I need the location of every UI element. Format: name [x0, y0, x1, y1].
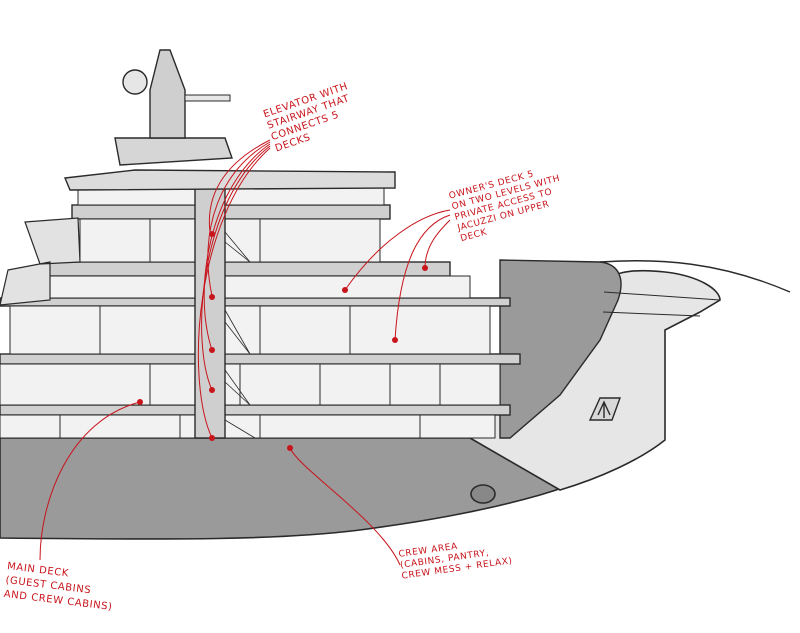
deck-2 [0, 297, 511, 307]
bow-rail [603, 291, 721, 301]
room-level1 [0, 363, 501, 406]
room-level0 [0, 414, 496, 439]
leader-owner [344, 209, 451, 291]
deck-0 [0, 404, 511, 416]
bow-rail [602, 311, 701, 317]
leader-elevator [197, 147, 271, 439]
superstructure-side [499, 259, 622, 439]
mast [149, 49, 186, 139]
room-level2 [9, 305, 491, 355]
aft-bulwarks [0, 217, 81, 306]
deck-3 [39, 261, 451, 277]
leader-elevator [201, 145, 271, 391]
partitions [59, 219, 441, 438]
bow-rail [599, 260, 791, 293]
wheelhouse-roof [114, 137, 233, 166]
leader-owner [424, 219, 451, 269]
leader-owner [394, 214, 451, 341]
leader-elevator [207, 141, 271, 297]
leader-elevator [203, 143, 271, 351]
leader-crew [289, 447, 401, 566]
radome [122, 69, 148, 95]
antenna-rail [184, 94, 231, 102]
deck-4 [71, 204, 391, 220]
room-level4 [79, 218, 381, 263]
room-level3 [49, 275, 471, 299]
leader-main [39, 401, 141, 561]
porthole [470, 484, 496, 504]
annotation-dots [137, 231, 428, 451]
stair-flights [224, 231, 256, 439]
leader-elevator [208, 139, 271, 233]
upper-deck [63, 169, 396, 191]
deck-1 [0, 353, 521, 365]
annotation-leaders [39, 139, 451, 566]
anchor-icon [597, 400, 611, 418]
